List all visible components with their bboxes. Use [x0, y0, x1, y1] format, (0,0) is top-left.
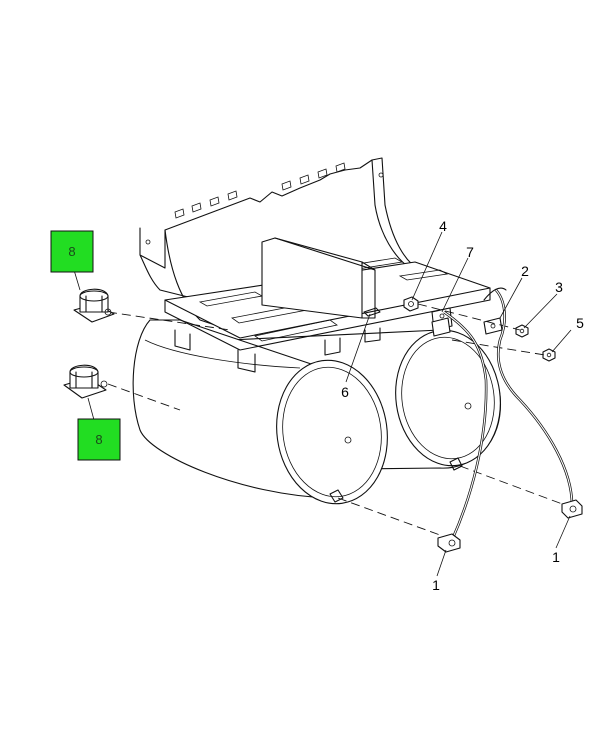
callout-4: 4 [439, 218, 447, 234]
drain-valve-1a [437, 533, 461, 553]
terminal-2 [483, 317, 503, 335]
callout-6: 6 [341, 384, 349, 400]
drain-cable-right [483, 287, 574, 506]
bolt-4 [403, 296, 419, 312]
callout-1b: 1 [552, 549, 560, 565]
air-tank-front [132, 319, 388, 505]
drain-valve-1b [561, 499, 583, 519]
leader-lines [73, 231, 572, 577]
highlight-label-8-upper: 8 [68, 244, 75, 259]
bracket-8-lower [63, 364, 108, 399]
mounting-bracket [139, 157, 491, 373]
callout-1a: 1 [432, 577, 440, 593]
callout-3: 3 [555, 279, 563, 295]
nut-3 [515, 324, 529, 338]
alignment-lines [107, 303, 566, 536]
highlight-box-8-lower [77, 418, 121, 461]
washer-6 [363, 307, 381, 317]
drain-cable-left [443, 310, 488, 541]
callout-5: 5 [576, 315, 584, 331]
callout-7: 7 [466, 244, 474, 260]
highlight-label-8-lower: 8 [95, 432, 102, 447]
highlight-box-8-upper [50, 230, 94, 273]
callout-2: 2 [521, 263, 529, 279]
bracket-8-upper [73, 288, 115, 323]
